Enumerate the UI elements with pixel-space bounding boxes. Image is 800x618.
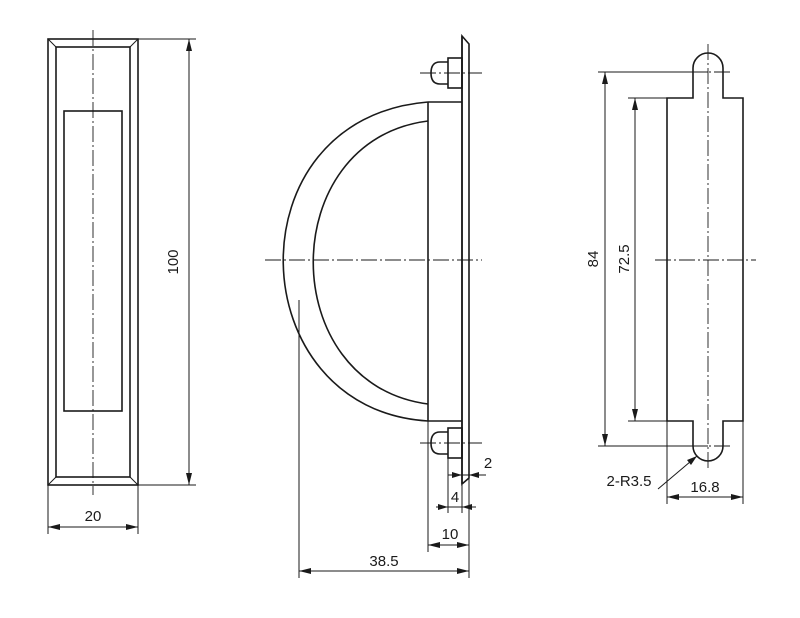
front-view: 100 20	[47, 30, 196, 534]
side-view: 38.5 10 4 2	[265, 33, 492, 578]
radius-label: 2-R3.5	[606, 473, 651, 490]
back-outline	[666, 52, 744, 462]
pitch-dimension-label: 72.5	[616, 244, 633, 273]
back-view: 84 72.5 16.8 2-R3.5	[585, 44, 756, 504]
height-dimension-label: 100	[165, 249, 182, 274]
overall-dimension-label: 84	[585, 251, 602, 268]
plate-dimension-label: 2	[484, 455, 492, 472]
depth-dimension-label: 38.5	[369, 553, 398, 570]
stud-dimension-label: 4	[451, 489, 459, 506]
handle-inner-arc	[312, 120, 429, 405]
flange-dimension-label: 10	[442, 526, 459, 543]
handle-outer-arc	[282, 101, 429, 422]
back-width-dimension-label: 16.8	[690, 479, 719, 496]
width-dimension-label: 20	[85, 508, 102, 525]
